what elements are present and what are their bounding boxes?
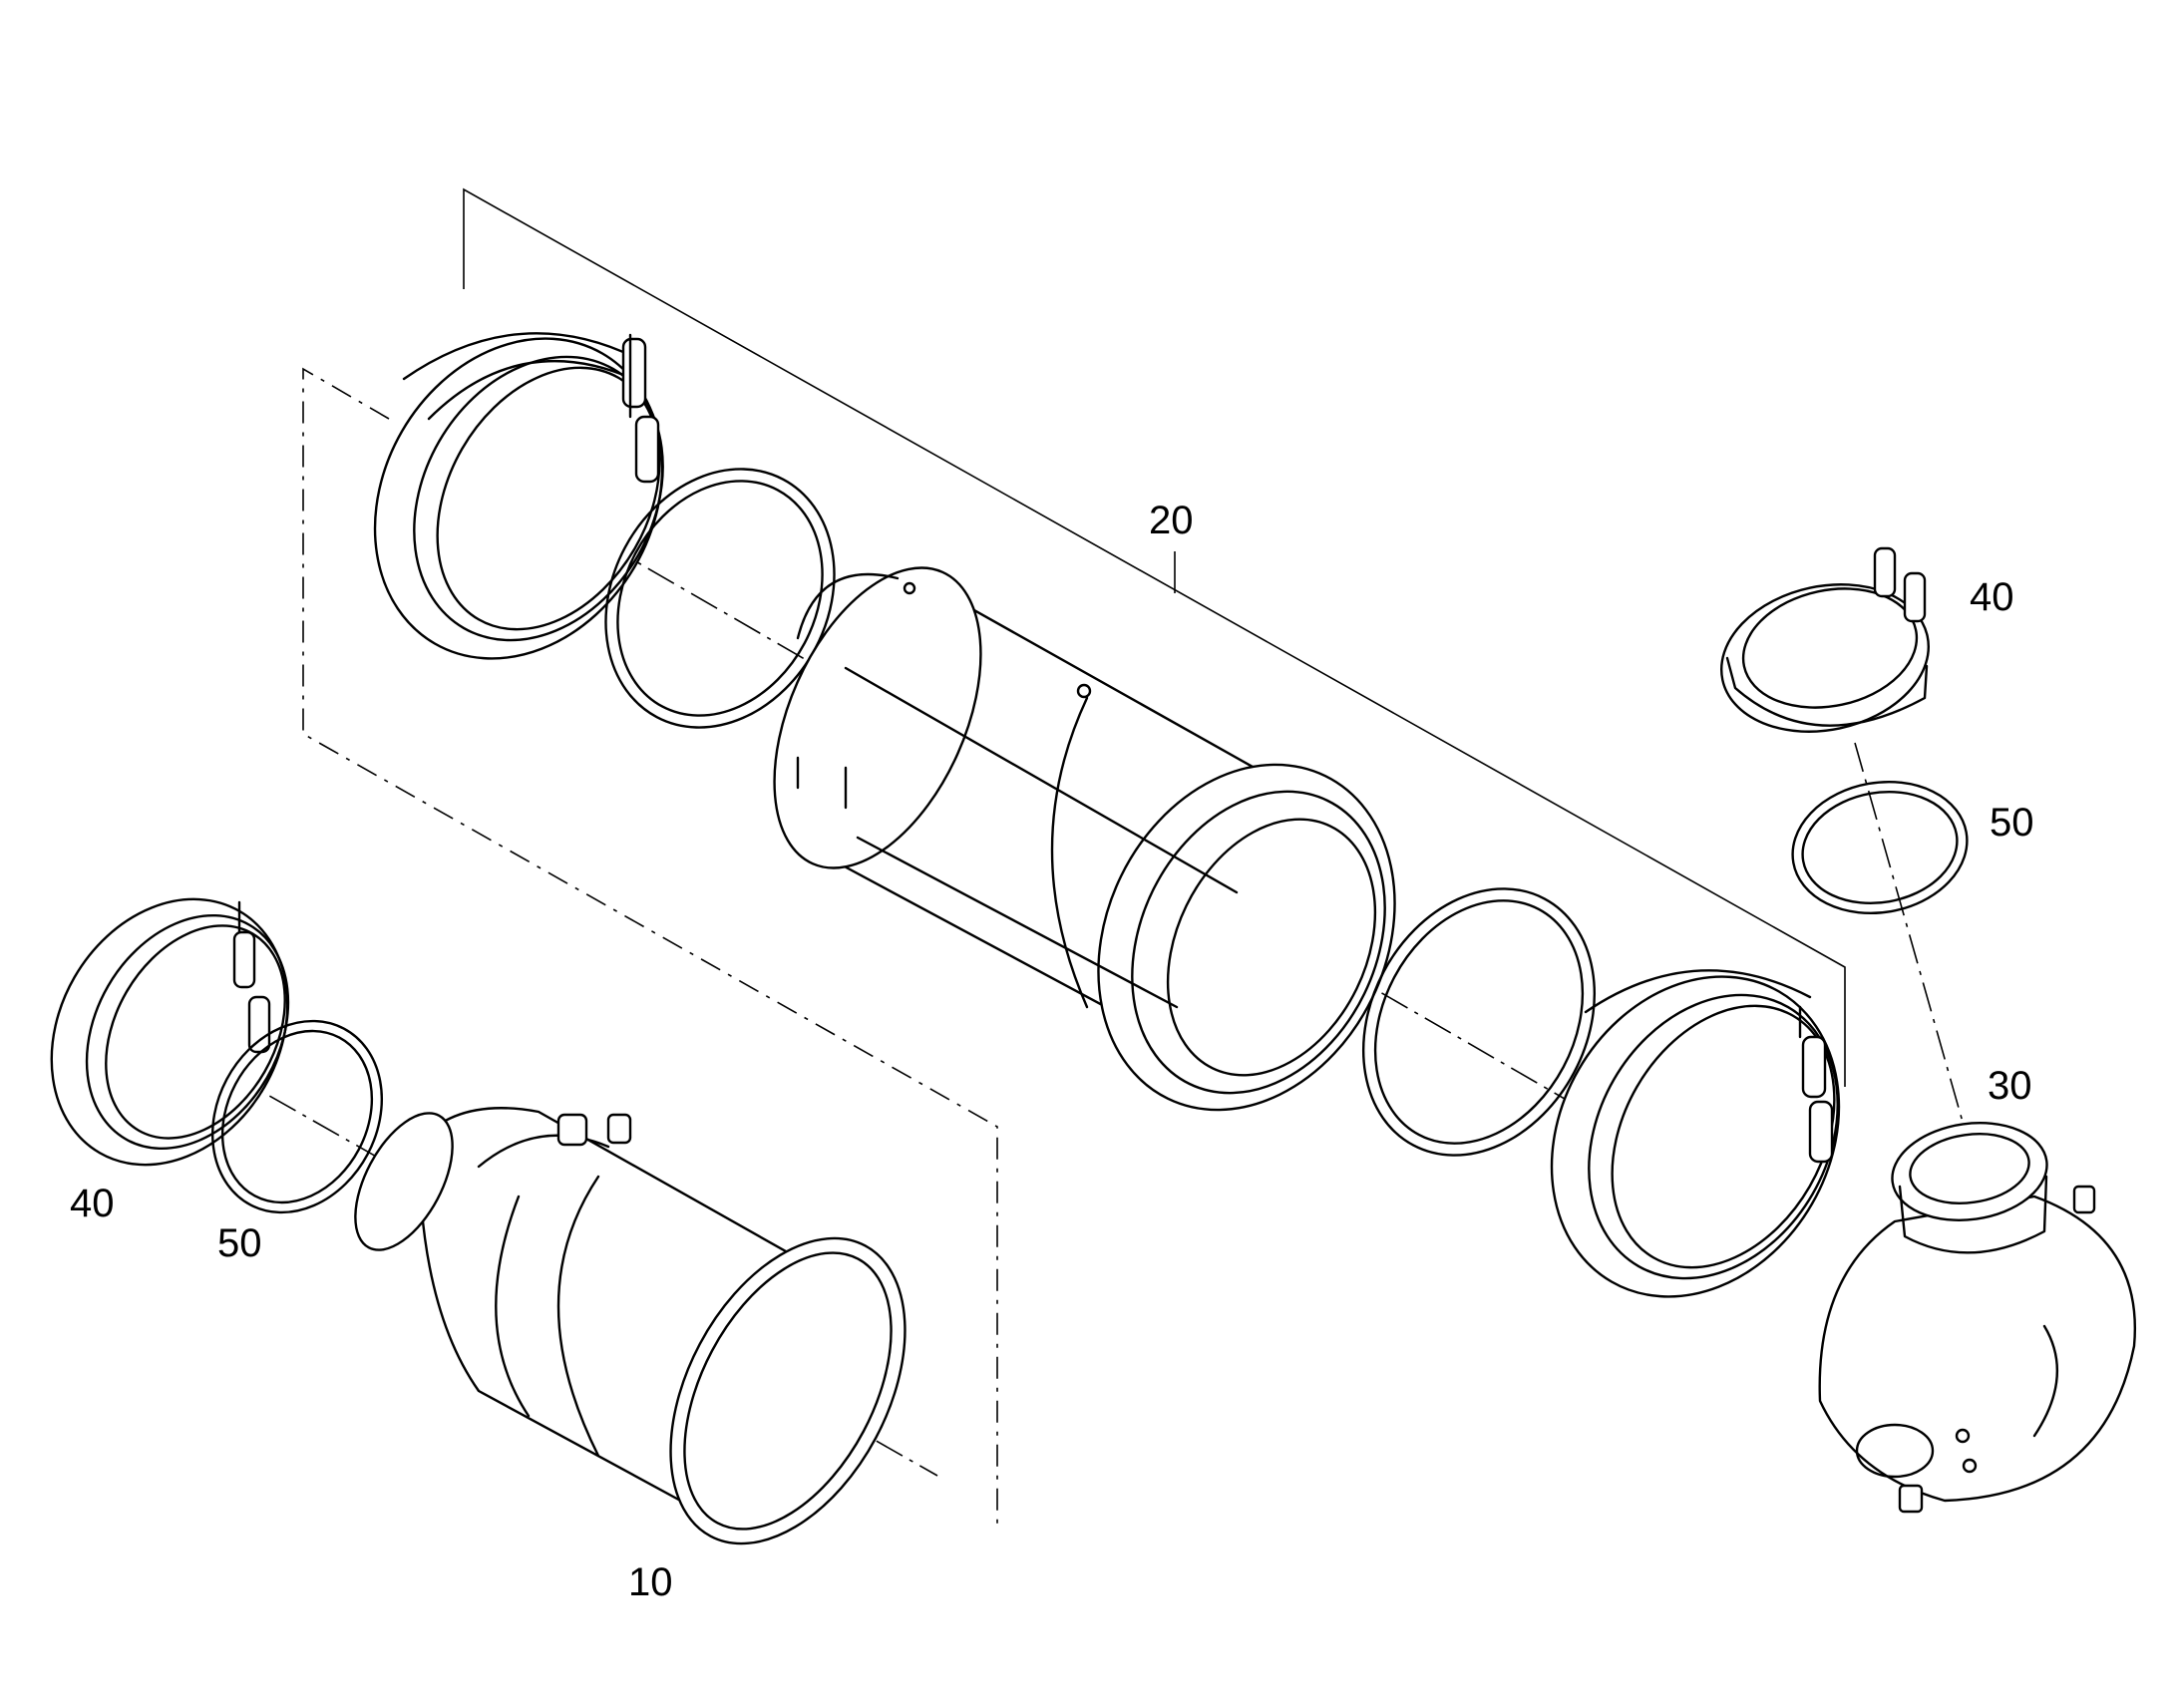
v-band-clamp-upper [373, 332, 664, 660]
callout-label-20: 20 [1149, 499, 1194, 542]
seal-ring-right [1791, 780, 1969, 915]
callout-label-30: 30 [1988, 1064, 2032, 1108]
diesel-particulate-filter-canister [773, 566, 1396, 1112]
assembly-bracket-10 [302, 367, 998, 1526]
callout-label-40-right: 40 [1970, 575, 2014, 619]
callout-label-50-right: 50 [1990, 801, 2034, 845]
v-band-clamp-middle [1550, 969, 1841, 1298]
outlet-elbow-housing [1818, 1122, 2136, 1514]
callout-label-40-left: 40 [70, 1182, 115, 1225]
v-band-clamp-right [1720, 546, 1930, 733]
v-band-clamp-lower-left [50, 897, 290, 1167]
seal-ring-middle [1361, 887, 1597, 1157]
callout-label-50-left: 50 [217, 1221, 262, 1265]
oxidation-catalyst-canister [354, 1107, 907, 1545]
callout-label-10: 10 [628, 1560, 673, 1604]
callout-labels: 20 40 50 30 40 50 10 [70, 499, 2034, 1604]
assembly-bracket-20 [463, 187, 1846, 1087]
seal-ring-lower-left [210, 1019, 384, 1214]
